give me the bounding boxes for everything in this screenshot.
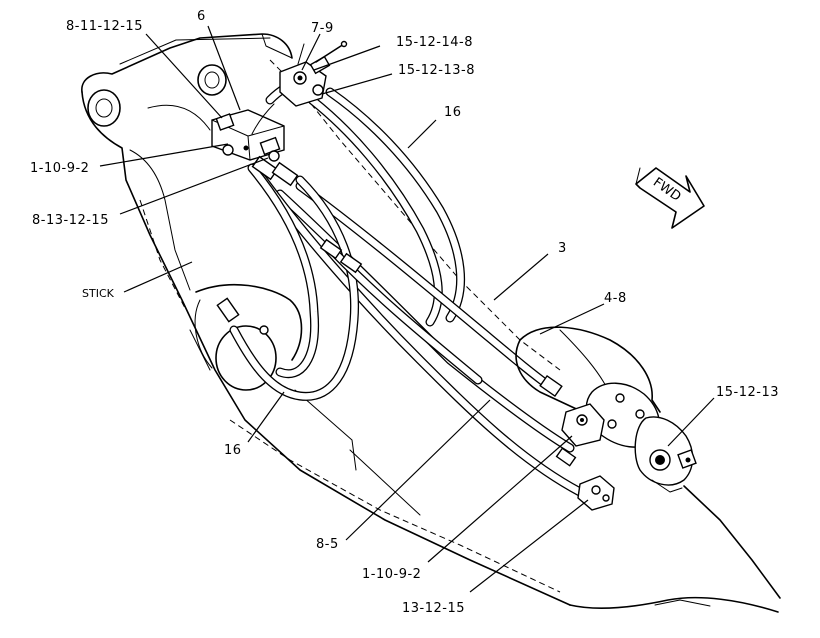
hose-fittings	[216, 238, 577, 467]
callout-1-10-9-2-left: 1-10-9-2	[30, 161, 89, 176]
callout-13-12-15: 13-12-15	[402, 601, 465, 616]
callout-16-bottom: 16	[224, 443, 242, 458]
callout-4-8: 4-8	[604, 291, 627, 306]
callout-15-12-13: 15-12-13	[716, 385, 779, 400]
fwd-label: FWD	[650, 175, 683, 205]
callout-labels: 8-11-12-15 6 7-9 15-12-14-8 15-12-13-8 1…	[30, 9, 779, 616]
callout-1-10-9-2-bottom: 1-10-9-2	[362, 567, 421, 582]
callout-15-12-13-8: 15-12-13-8	[398, 63, 475, 78]
callout-8-11-12-15: 8-11-12-15	[66, 19, 143, 34]
callout-8-5: 8-5	[316, 537, 339, 552]
callout-15-12-14-8: 15-12-14-8	[396, 35, 473, 50]
callout-6: 6	[197, 9, 206, 24]
fwd-arrow: FWD	[635, 167, 705, 229]
leader-lines	[99, 25, 715, 593]
callout-stick: STICK	[82, 287, 115, 300]
hose-group	[229, 77, 585, 497]
callout-8-13-12-15: 8-13-12-15	[32, 213, 109, 228]
top-valve-block	[211, 109, 299, 187]
callout-3: 3	[558, 241, 567, 256]
callout-16-top: 16	[444, 105, 462, 120]
callout-7-9: 7-9	[311, 21, 334, 36]
